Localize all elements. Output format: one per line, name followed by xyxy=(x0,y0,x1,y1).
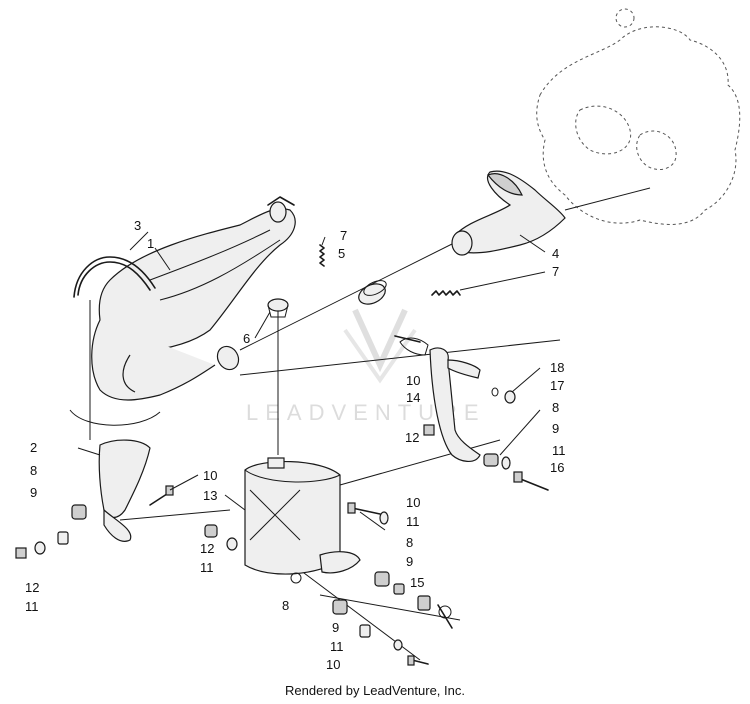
bolt-head xyxy=(407,655,415,666)
bushing xyxy=(332,599,348,615)
washer xyxy=(226,537,238,551)
callout-8-right: 8 xyxy=(552,400,559,415)
callout-12-right: 12 xyxy=(405,430,419,445)
callout-10-bottom: 10 xyxy=(326,657,340,672)
muffler-strap xyxy=(73,256,156,298)
bushing xyxy=(71,504,87,520)
spacer xyxy=(57,531,69,545)
bolt xyxy=(351,507,381,515)
exhaust-manifold xyxy=(451,170,566,256)
spring-upper xyxy=(319,244,325,267)
callout-9-lower-right: 9 xyxy=(406,554,413,569)
callout-12-left: 12 xyxy=(25,580,39,595)
callout-16: 16 xyxy=(550,460,564,475)
callout-5: 5 xyxy=(338,246,345,261)
muffler-mount-bracket xyxy=(69,409,161,542)
callout-9-right: 9 xyxy=(552,421,559,436)
nut xyxy=(15,547,27,559)
callout-12-tank: 12 xyxy=(200,541,214,556)
callout-4: 4 xyxy=(552,246,559,261)
callout-8-left: 8 xyxy=(30,463,37,478)
callout-11-right: 11 xyxy=(552,443,566,458)
bolt xyxy=(411,659,429,665)
bushing xyxy=(374,571,390,587)
callout-leaders xyxy=(77,231,546,531)
nut xyxy=(423,424,435,436)
washer xyxy=(501,456,511,470)
bolt-head xyxy=(513,471,523,483)
callout-8-bottom: 8 xyxy=(282,598,289,613)
exhaust-seal-ring xyxy=(358,280,387,305)
grommet xyxy=(267,298,289,318)
bolt-head xyxy=(165,485,174,496)
callout-1: 1 xyxy=(147,236,154,251)
callout-14: 14 xyxy=(406,390,420,405)
engine-outline xyxy=(536,8,741,225)
callout-11-left: 11 xyxy=(25,599,39,614)
callout-10-mid: 10 xyxy=(406,495,420,510)
expansion-chamber xyxy=(91,196,296,401)
bolt xyxy=(517,477,549,491)
callout-11-mid: 11 xyxy=(406,514,420,529)
callout-10-left: 10 xyxy=(203,468,217,483)
callout-6: 6 xyxy=(243,331,250,346)
spacer xyxy=(393,583,405,595)
footer-credit: Rendered by LeadVenture, Inc. xyxy=(285,683,465,698)
callout-11-tank: 11 xyxy=(200,560,214,575)
callout-7-lower: 7 xyxy=(552,264,559,279)
callout-10-upper: 10 xyxy=(406,373,420,388)
callout-8-lower-right: 8 xyxy=(406,535,413,550)
nut xyxy=(417,595,431,611)
callout-17: 17 xyxy=(550,378,564,393)
callout-7-upper: 7 xyxy=(340,228,347,243)
hardware xyxy=(15,335,549,666)
callout-3: 3 xyxy=(134,218,141,233)
callout-15: 15 xyxy=(410,575,424,590)
callout-9-left: 9 xyxy=(30,485,37,500)
support-bracket-arm xyxy=(399,337,481,462)
bolt-head xyxy=(347,502,356,514)
callouts: 3 1 7 5 4 7 6 10 14 18 17 8 12 9 11 16 2… xyxy=(25,218,566,672)
bolt xyxy=(394,335,421,343)
tank xyxy=(244,457,361,584)
callout-13: 13 xyxy=(203,488,217,503)
bushing xyxy=(483,453,499,467)
callout-2: 2 xyxy=(30,440,37,455)
callout-9-bottom: 9 xyxy=(332,620,339,635)
washer xyxy=(34,541,46,555)
washer xyxy=(379,511,389,525)
callout-18: 18 xyxy=(550,360,564,375)
callout-11-bottom: 11 xyxy=(330,639,344,654)
grommet-small xyxy=(204,524,218,538)
spring-lower xyxy=(431,290,461,296)
nut xyxy=(504,390,516,404)
spacer xyxy=(359,624,371,638)
washer xyxy=(393,639,403,651)
